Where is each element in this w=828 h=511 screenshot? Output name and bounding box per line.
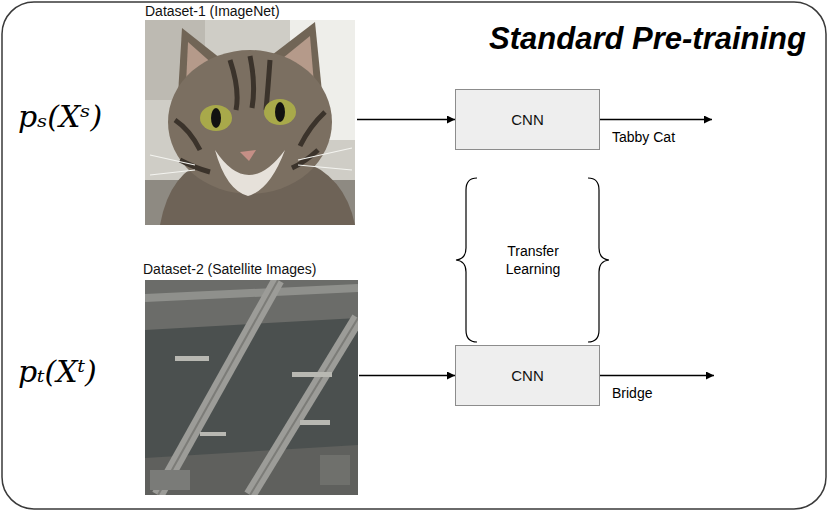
satellite-photo [300,420,330,425]
label-anchor: pₜ(Xᵗ) [18,353,118,391]
image-panel: Dataset-2 (Satellite Images) [143,261,359,496]
satellite-photo [145,280,358,495]
flow-arrow [359,375,455,376]
title-anchor: Standard Pre-training [489,21,806,57]
process-box: CNN [455,345,600,406]
label-anchor: Transfer Learning [494,243,572,278]
cat-photo [200,105,232,131]
satellite-photo [158,280,278,495]
satellite-photo [145,280,358,495]
label-anchor: pₛ(Xˢ) [18,98,118,136]
cat-photo [240,150,256,161]
box-label: CNN [511,367,544,384]
cat-photo [264,99,296,125]
output-arrow [600,375,714,376]
cat-photo [150,148,352,175]
cat-photo [215,150,285,196]
satellite-photo [320,455,350,485]
label-anchor: Bridge [612,385,712,403]
satellite-photo [250,318,358,495]
cat-photo [230,56,270,110]
math-label: pₛ(Xˢ) [18,98,118,136]
cat-photo [275,102,285,122]
cat-photo [168,50,332,194]
satellite-photo [150,470,190,490]
satellite-photo [292,372,332,377]
satellite-photo [158,280,278,495]
cat-photo [175,112,325,172]
cat-photo [211,108,221,128]
cat-photo [145,20,355,225]
box-label: CNN [511,111,544,128]
dataset-heading: Dataset-2 (Satellite Images) [143,261,359,277]
dataset-heading: Dataset-1 (ImageNet) [145,3,357,19]
text-label: Bridge [612,385,712,403]
process-box: CNN [455,89,600,150]
satellite-photo [145,288,358,298]
text-label: Transfer Learning [494,243,572,278]
text-label: Tabby Cat [612,129,712,147]
image-panel: Dataset-1 (ImageNet) [145,3,357,226]
label-anchor: Tabby Cat [612,129,712,147]
left-brace [456,178,477,342]
output-arrow [600,119,712,120]
cat-photo [145,20,355,225]
flow-arrow [357,119,455,120]
satellite-photo [250,318,358,495]
math-label: pₜ(Xᵗ) [18,353,118,391]
right-brace [588,178,609,342]
diagram-title: Standard Pre-training [489,21,806,57]
satellite-photo [200,432,226,436]
satellite-photo [175,356,209,361]
